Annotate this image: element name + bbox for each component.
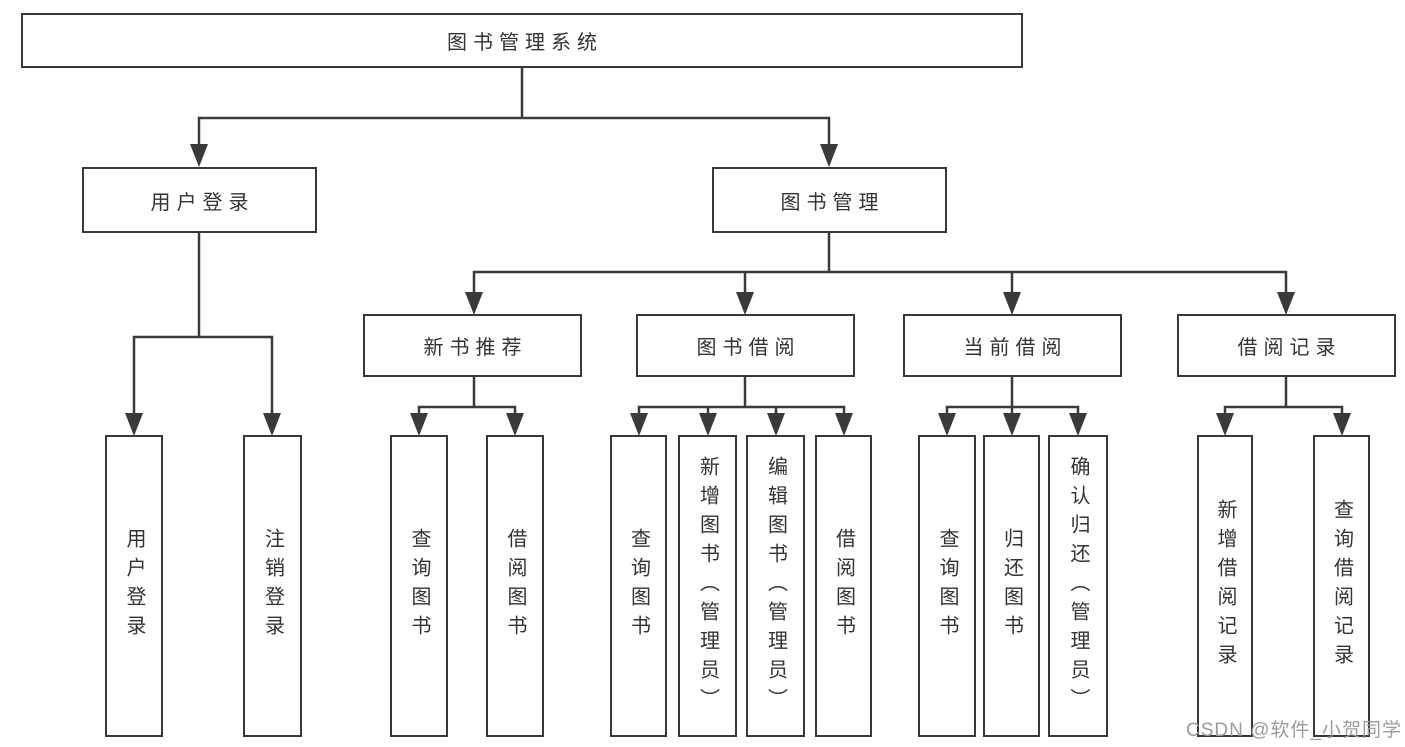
node-label: 新增图书（管理员） (696, 455, 719, 717)
arrowhead (1069, 413, 1087, 436)
node-label: 查询图书 (408, 528, 430, 644)
connector-new-book-to-leaves (410, 375, 524, 436)
arrowhead (506, 413, 524, 436)
leaf-logout: 注销登录 (243, 435, 302, 737)
node-label: 确认归还（管理员） (1067, 455, 1089, 717)
leaf-add-borrow-record: 新增借阅记录 (1197, 435, 1253, 737)
arrowhead (1003, 413, 1021, 436)
node-label: 注销登录 (261, 528, 284, 644)
leaf-return-books: 归还图书 (983, 435, 1040, 737)
node-new-book-recommend: 新书推荐 (363, 314, 582, 377)
leaf-add-books-admin: 新增图书（管理员） (678, 435, 737, 737)
node-label: 用户登录 (150, 191, 255, 214)
arrowhead (1277, 292, 1295, 315)
node-label: 归还图书 (1000, 528, 1023, 644)
node-label: 图书管理 (780, 191, 885, 214)
node-label: 借阅记录 (1237, 337, 1342, 359)
node-book-management: 图书管理 (712, 167, 947, 233)
node-book-borrowing: 图书借阅 (636, 314, 855, 377)
arrowhead (1333, 413, 1351, 436)
node-label: 借阅图书 (832, 528, 855, 644)
connector-borrowing-records-to-leaves (1216, 375, 1351, 436)
node-label: 查询图书 (936, 528, 958, 644)
arrowhead (1216, 413, 1234, 436)
leaf-edit-books-admin: 编辑图书（管理员） (746, 435, 805, 737)
leaf-query-books-recommend: 查询图书 (390, 435, 448, 737)
node-label: 图书借阅 (696, 337, 801, 359)
csdn-watermark: CSDN @软件_小贺同学 (1186, 720, 1402, 741)
node-label: 当前借阅 (963, 337, 1068, 359)
connector-book-borrowing-to-leaves (630, 375, 853, 436)
arrowhead (630, 413, 648, 436)
node-label: 借阅图书 (504, 528, 526, 644)
leaf-query-books-borrowing: 查询图书 (610, 435, 667, 737)
arrowhead (263, 413, 281, 436)
arrowhead (835, 413, 853, 436)
arrowhead (736, 292, 754, 315)
leaf-borrow-books-recommend: 借阅图书 (486, 435, 544, 737)
node-label: 用户登录 (123, 528, 145, 644)
node-label: 查询借阅记录 (1330, 499, 1353, 673)
leaf-borrow-books: 借阅图书 (815, 435, 872, 737)
arrowhead (410, 413, 428, 436)
node-library-system: 图书管理系统 (21, 13, 1023, 68)
arrowhead (125, 413, 143, 436)
leaf-query-books-current: 查询图书 (918, 435, 976, 737)
node-label: 图书管理系统 (447, 32, 603, 54)
leaf-query-borrow-record: 查询借阅记录 (1313, 435, 1370, 737)
leaf-confirm-return-admin: 确认归还（管理员） (1048, 435, 1108, 737)
node-label: 新增借阅记录 (1214, 499, 1236, 673)
node-user-login: 用户登录 (82, 167, 317, 233)
node-label: 新书推荐 (423, 337, 528, 359)
node-borrowing-records: 借阅记录 (1177, 314, 1396, 377)
arrowhead (190, 144, 208, 167)
connector-user-login-to-leaves (125, 231, 281, 436)
arrowhead (1003, 292, 1021, 315)
arrowhead (699, 413, 717, 436)
node-current-borrowing: 当前借阅 (903, 314, 1122, 377)
arrowhead (767, 413, 785, 436)
connector-current-borrowing-to-leaves (938, 375, 1087, 436)
node-label: 编辑图书（管理员） (764, 455, 787, 717)
arrowhead (820, 144, 838, 167)
connector-book-management-to-level3 (465, 231, 1295, 315)
node-label: 查询图书 (627, 528, 650, 644)
arrowhead (938, 413, 956, 436)
arrowhead (465, 292, 483, 315)
leaf-user-login: 用户登录 (105, 435, 163, 737)
connector-root-to-level2 (190, 66, 838, 167)
